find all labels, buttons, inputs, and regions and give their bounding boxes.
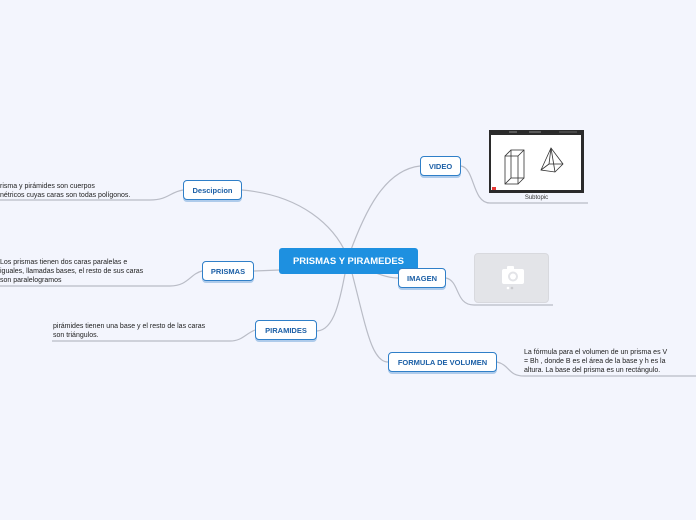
topic-piramides[interactable]: PIRAMIDES (255, 320, 317, 340)
link-video (347, 165, 421, 259)
image-placeholder[interactable] (474, 253, 549, 303)
note-line: son triángulos. (53, 332, 99, 339)
note-line: pirámides tienen una base y el resto de … (53, 323, 206, 330)
note-link-video (460, 165, 588, 204)
note-line: iguales, llamadas bases, el resto de sus… (0, 268, 144, 275)
video-thumbnail[interactable] (489, 130, 584, 193)
central-topic[interactable]: PRISMAS Y PIRAMEDES (279, 248, 418, 274)
video-caption: Subtopic (524, 195, 549, 201)
topic-imagen[interactable]: IMAGEN (398, 268, 446, 288)
topic-formula-de-volumen[interactable]: FORMULA DE VOLUMEN (388, 352, 497, 372)
note-line: son paralelogramos (0, 277, 62, 284)
note-link-imagen (445, 277, 553, 306)
prism-and-pyramid-video-thumbnail-icon (489, 130, 584, 193)
note-link-piramides (52, 329, 256, 342)
note-prismas: Los prismas tienen dos caras paralelas e… (0, 258, 185, 285)
note-piramides: pirámides tienen una base y el resto de … (53, 322, 243, 340)
note-link-prismas (0, 270, 203, 287)
camera-icon (502, 266, 524, 290)
note-line: Los prismas tienen dos caras paralelas e (0, 259, 128, 266)
note-link-descripcion (0, 189, 184, 201)
link-formula (347, 257, 389, 363)
note-line: La fórmula para el volumen de un prisma … (524, 349, 668, 356)
link-prismas (253, 269, 281, 272)
topic-prismas[interactable]: PRISMAS (202, 261, 254, 281)
note-formula: La fórmula para el volumen de un prisma … (524, 348, 696, 375)
note-line: nétricos cuyas caras son todas polígonos… (0, 192, 131, 199)
note-descripcion: risma y pirámides son cuerpos nétricos c… (0, 182, 180, 200)
note-line: altura. La base del prisma es un rectáng… (524, 367, 661, 374)
note-line: = Bh , donde B es el área de la base y h… (524, 358, 666, 365)
topic-descripcion[interactable]: Descipcion (183, 180, 242, 200)
topic-video[interactable]: VIDEO (420, 156, 461, 176)
link-descripcion (241, 189, 349, 259)
note-line: risma y pirámides son cuerpos (0, 183, 95, 190)
note-link-formula (496, 361, 696, 377)
